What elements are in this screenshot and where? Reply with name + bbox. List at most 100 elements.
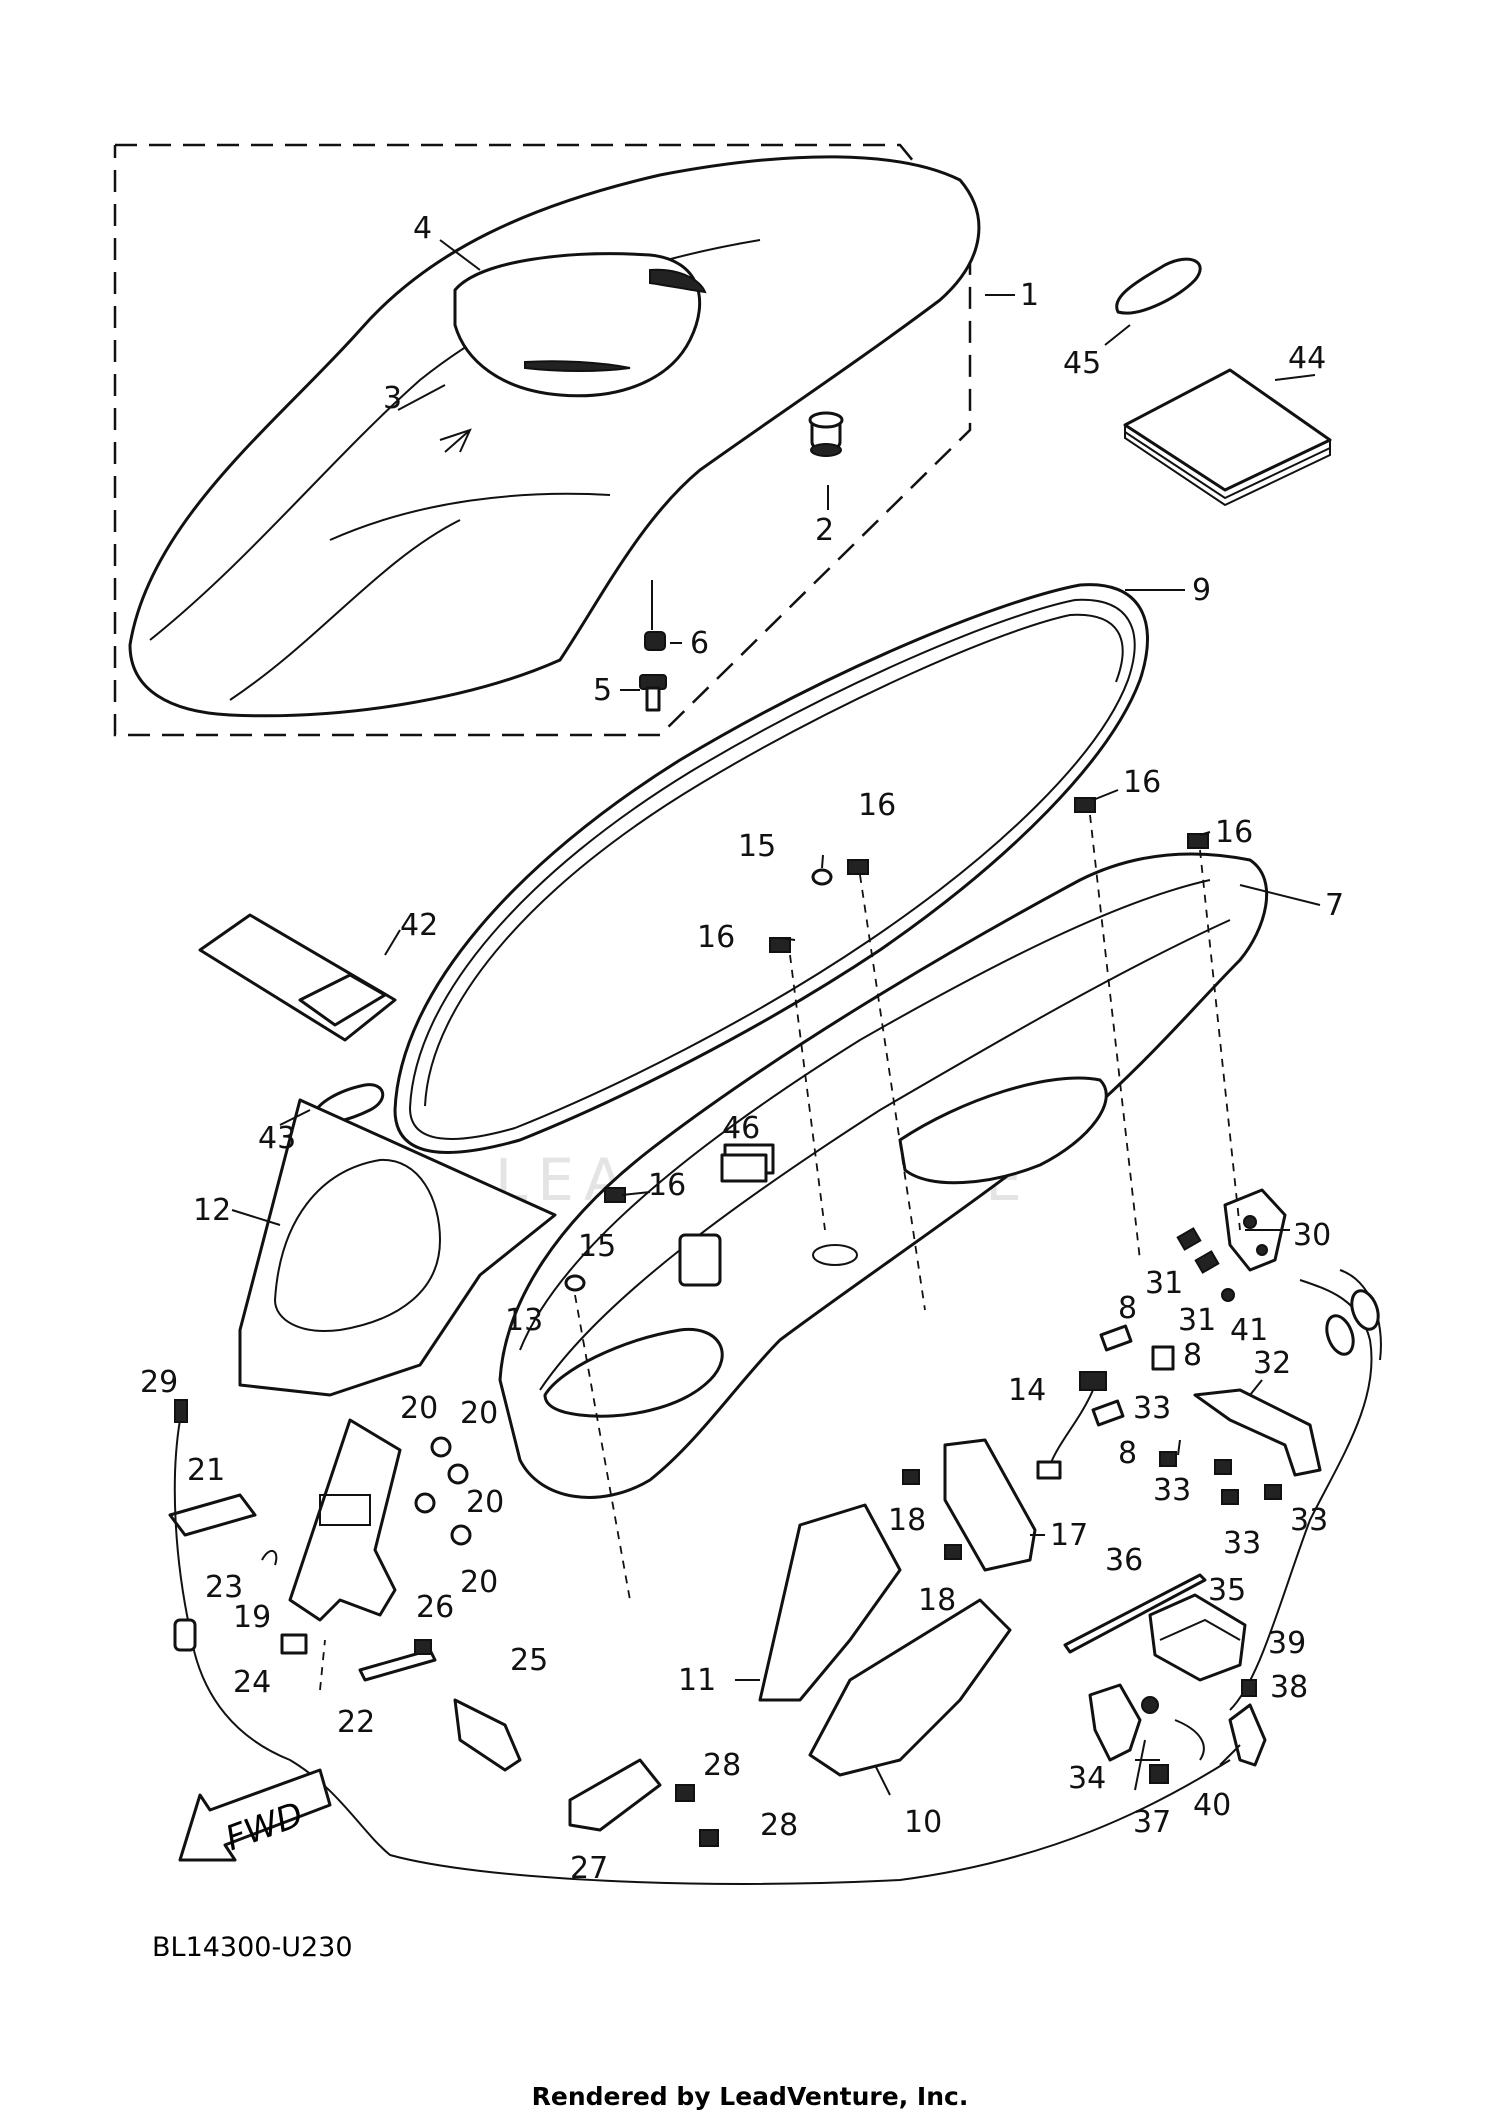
callout-25: 25 [510,1643,548,1678]
callout-32: 32 [1253,1346,1291,1381]
grip-part-21 [168,1493,257,1537]
callout-45: 45 [1063,346,1101,381]
cable-tie-part-36 [1063,1573,1207,1654]
render-credit: Rendered by LeadVenture, Inc. [531,2082,969,2111]
mat-part-11 [758,1503,902,1702]
nut-part-41 [1221,1288,1235,1302]
callout-3: 3 [383,381,402,416]
bolts-part-31 [1176,1227,1220,1274]
callout-8c: 8 [1118,1436,1137,1471]
seal-part-45 [1115,257,1202,315]
callout-24: 24 [233,1665,271,1700]
callout-14: 14 [1008,1373,1046,1408]
callout-11: 11 [678,1663,716,1698]
callout-42: 42 [400,908,438,943]
callout-16a: 16 [1123,765,1161,800]
callout-39: 39 [1268,1626,1306,1661]
callout-16e: 16 [648,1168,686,1203]
callout-31b: 31 [1178,1303,1216,1338]
plugs-part-15 [564,868,833,1292]
callout-6: 6 [690,626,709,661]
clip-part-23 [261,1550,278,1566]
bolt-part-5 [639,674,667,712]
callout-18a: 18 [888,1503,926,1538]
pad-part-44 [1123,368,1332,507]
connector-part-14 [1036,1371,1107,1480]
latch-part-35 [1148,1593,1247,1682]
callout-31a: 31 [1145,1266,1183,1301]
hinge-bracket-part-19 [288,1418,402,1622]
callout-33d: 33 [1290,1503,1328,1538]
callout-8b: 8 [1183,1338,1202,1373]
callout-46: 46 [722,1111,760,1146]
callout-4: 4 [413,211,432,246]
bumper-part-2 [808,411,844,457]
callout-38: 38 [1270,1670,1308,1705]
bracket-part-38 [1228,1703,1267,1767]
callout-28b: 28 [760,1808,798,1843]
callout-9: 9 [1192,573,1211,608]
callout-8a: 8 [1118,1291,1137,1326]
label-part-46 [720,1153,768,1183]
screws-part-16 [604,797,1209,1203]
seat-assembly-boundary [113,143,972,737]
callout-1: 1 [1020,278,1039,313]
callout-16b: 16 [858,788,896,823]
callout-16d: 16 [697,920,735,955]
callout-33b: 33 [1153,1473,1191,1508]
screw-part-39 [1241,1679,1257,1697]
bolt-part-26 [414,1639,432,1655]
callout-10: 10 [904,1805,942,1840]
callout-29: 29 [140,1365,178,1400]
callout-33a: 33 [1133,1391,1171,1426]
callout-15a: 15 [738,829,776,864]
rod-part-22 [358,1648,437,1682]
callout-41: 41 [1230,1313,1268,1348]
lever-part-27 [568,1758,662,1832]
callout-40: 40 [1193,1788,1231,1823]
callout-33c: 33 [1223,1526,1261,1561]
callout-20d: 20 [460,1565,498,1600]
callout-17: 17 [1050,1518,1088,1553]
callout-labels: 1 2 3 4 5 6 7 8 8 8 9 10 11 12 13 14 15 … [140,211,1344,1886]
callout-23: 23 [205,1570,243,1605]
storage-box-part-7 [498,852,1269,1499]
manual-part-42 [198,913,397,1042]
leader-lines [231,239,1321,1796]
callout-21: 21 [187,1453,225,1488]
callout-18b: 18 [918,1583,956,1618]
washers-part-20 [414,1436,472,1546]
callout-35: 35 [1208,1573,1246,1608]
callout-34: 34 [1068,1761,1106,1796]
bolts-part-28 [675,1784,719,1847]
callout-20b: 20 [460,1396,498,1431]
plate-part-17 [943,1438,1037,1572]
plate-part-24 [280,1633,308,1655]
callout-22: 22 [337,1705,375,1740]
callout-7: 7 [1325,888,1344,923]
callout-15b: 15 [578,1229,616,1264]
callout-43: 43 [258,1121,296,1156]
callout-12: 12 [193,1193,231,1228]
mat-part-10 [808,1598,1012,1777]
callout-27: 27 [570,1851,608,1886]
bolts-part-33 [1159,1451,1282,1505]
callout-28a: 28 [703,1748,741,1783]
callout-13: 13 [505,1303,543,1338]
fwd-arrow: FWD [178,1768,332,1862]
callout-20a: 20 [400,1391,438,1426]
mat-part-12 [238,1098,557,1397]
callout-16c: 16 [1215,815,1253,850]
bracket-part-32 [1193,1388,1322,1477]
callout-5: 5 [593,673,612,708]
callout-37: 37 [1133,1805,1171,1840]
seat [128,155,981,718]
callout-30: 30 [1293,1218,1331,1253]
callout-44: 44 [1288,341,1326,376]
lever-part-34 [1088,1683,1159,1762]
reference-code: BL14300-U230 [152,1932,353,1963]
clips-part-8 [1091,1324,1175,1427]
clips-part-18 [902,1469,962,1560]
callout-19: 19 [233,1600,271,1635]
